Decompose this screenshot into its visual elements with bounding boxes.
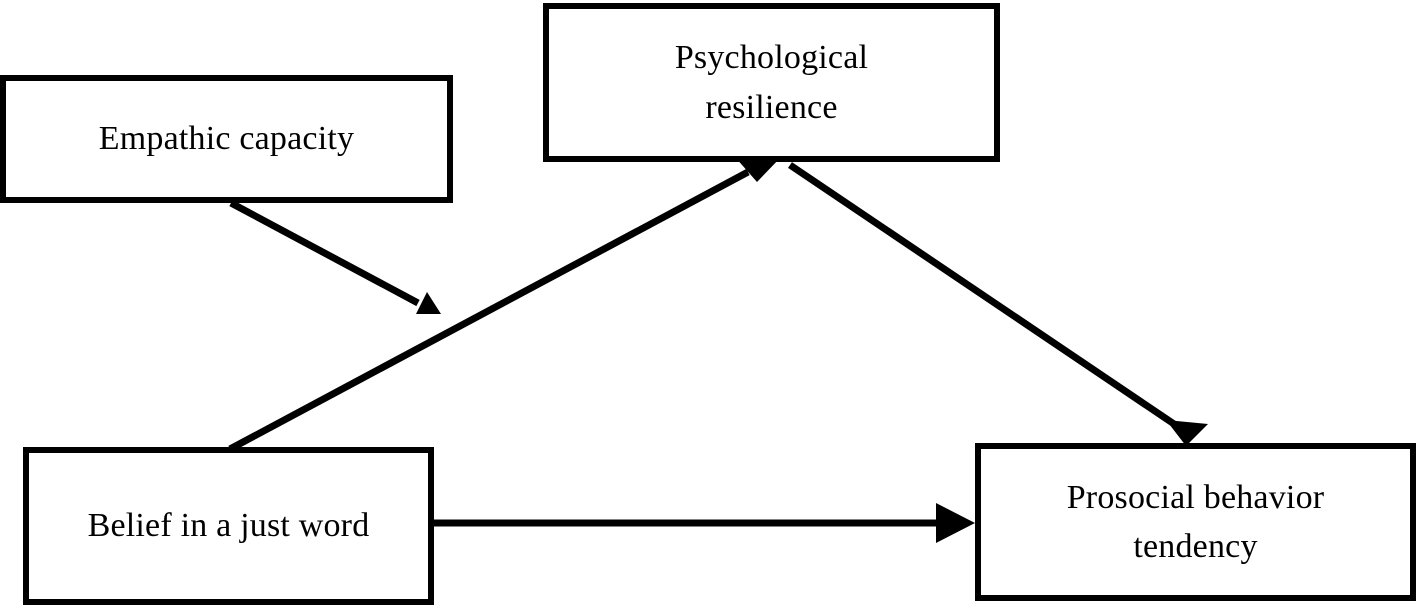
node-empathic-capacity[interactable]: Empathic capacity [0, 75, 453, 203]
node-label: Belief in a just word [87, 507, 370, 545]
arrowhead-icon [936, 503, 975, 543]
edge-belief-to-prosocial [434, 503, 975, 543]
arrowhead-icon [735, 157, 781, 182]
edge-belief-to-resilience [228, 157, 781, 453]
edge-empathic-to-path [229, 199, 441, 314]
edge-line [228, 168, 750, 453]
arrowhead-icon [416, 292, 441, 314]
node-label: Prosocial behavior tendency [1066, 478, 1325, 565]
edge-line [788, 162, 1182, 431]
edge-line [229, 199, 420, 307]
arrowhead-icon [1166, 420, 1208, 446]
edge-resilience-to-prosocial [788, 162, 1208, 446]
node-psychological-resilience[interactable]: Psychological resilience [543, 3, 1000, 162]
node-prosocial-behavior[interactable]: Prosocial behavior tendency [975, 443, 1416, 601]
node-label: Psychological resilience [674, 39, 869, 126]
node-belief-just-world[interactable]: Belief in a just word [23, 447, 434, 605]
node-label: Empathic capacity [98, 120, 355, 158]
